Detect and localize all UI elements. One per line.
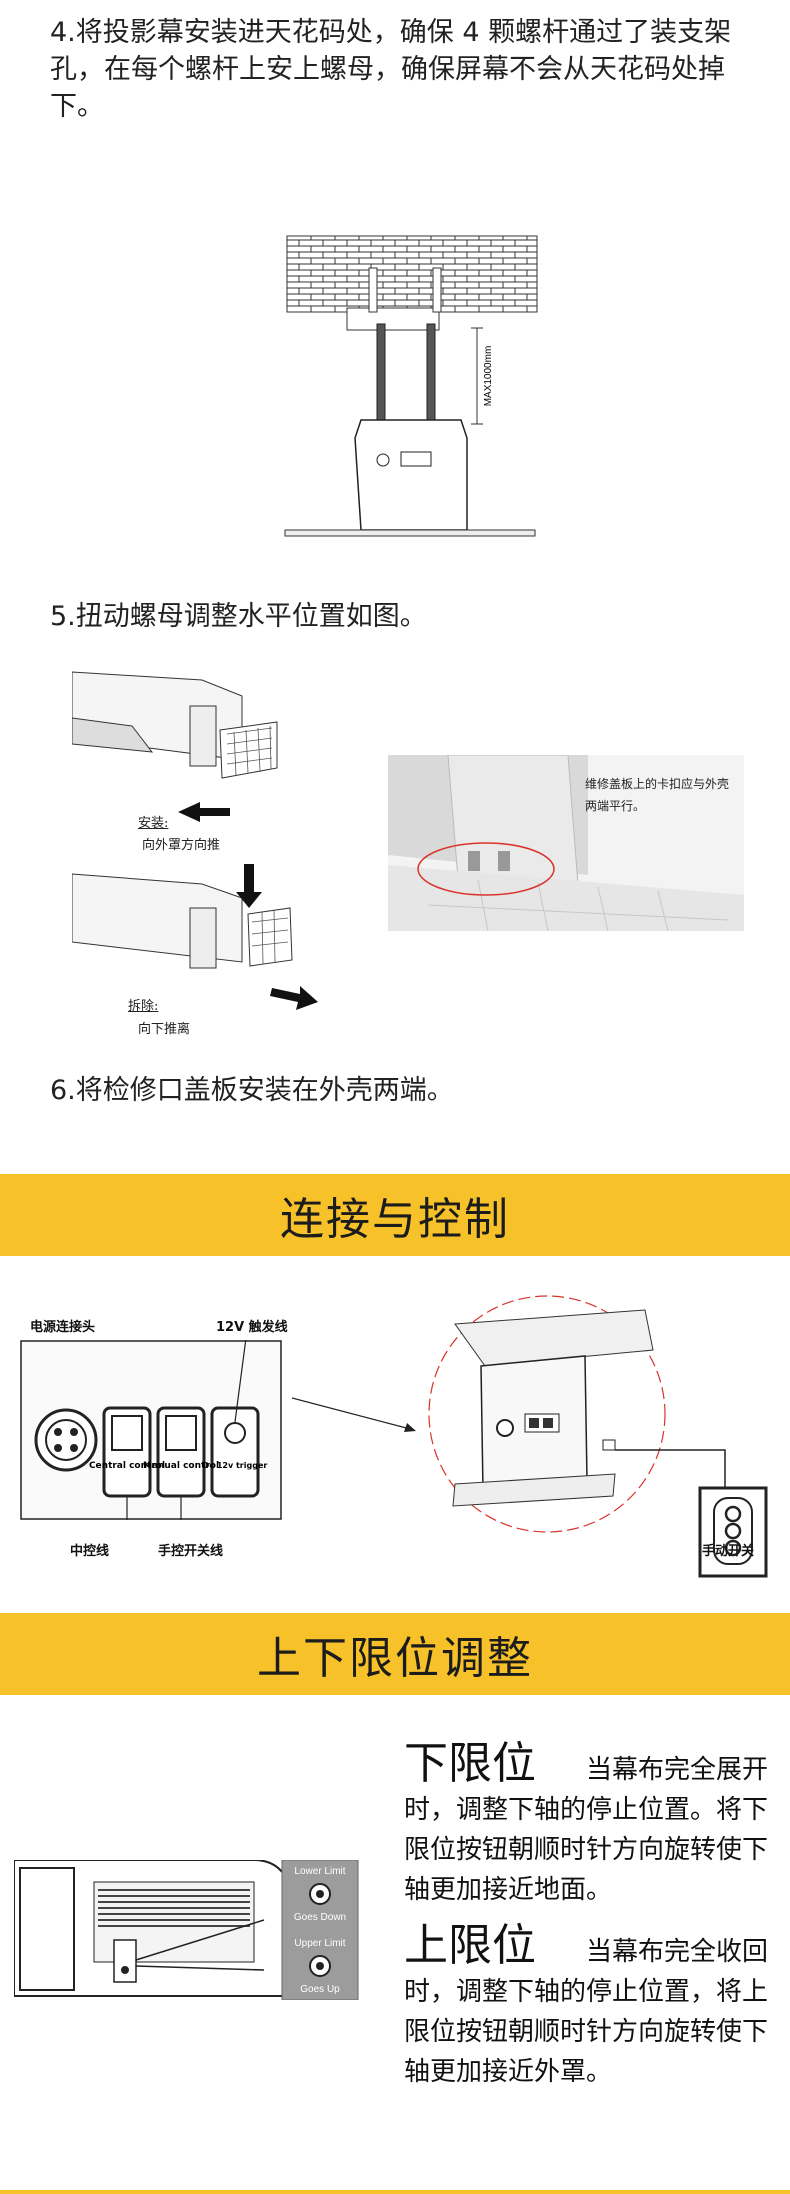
housing-closeup-diagram	[428, 1295, 666, 1533]
screen-housing	[354, 419, 468, 531]
upper-limit-title: 上限位	[404, 1920, 536, 1971]
pull-arrow-right	[270, 986, 318, 1010]
panel-goes-up: Goes Up	[300, 1984, 340, 1995]
connection-zoom-arrow	[292, 1397, 416, 1432]
install-label: 安装:	[138, 816, 169, 831]
connection-banner: 连接与控制	[0, 1174, 790, 1256]
lower-limit-desc: 当幕布完全展开时，调整下轴的停止位置。将下限位按钮朝顺时针方向旋转使下轴更加接近…	[404, 1755, 769, 1905]
control-ports-panel: Central control Manual control Dc 12v tr…	[20, 1340, 282, 1520]
port-central-text: Central control	[89, 1461, 165, 1471]
panel-upper-limit: Upper Limit	[294, 1938, 345, 1949]
trigger-line-label: 12V 触发线	[216, 1320, 288, 1335]
limits-banner-title: 上下限位调整	[257, 1633, 533, 1684]
switch-down-button	[724, 1539, 742, 1557]
clip-highlight-circle	[417, 842, 555, 896]
upper-limit-desc: 当幕布完全收回时，调整下轴的停止位置，将上限位按钮朝顺时针方向旋转使下轴更加接近…	[404, 1937, 769, 2087]
central-control-label: 中控线	[70, 1544, 110, 1559]
power-connector-label: 电源连接头	[30, 1320, 96, 1335]
panel-lower-limit: Lower Limit	[294, 1866, 345, 1877]
manual-switch-diagram	[698, 1486, 768, 1578]
manual-switch-label: 手动开关	[702, 1544, 755, 1559]
cover-clip-photo	[388, 755, 744, 931]
manual-switch-line-label: 手控开关线	[158, 1544, 224, 1559]
power-socket	[34, 1408, 98, 1472]
cover-install-diagram	[72, 671, 278, 822]
switch-stop-button	[724, 1522, 742, 1540]
port-trigger-text: Dc 12v trigger	[203, 1461, 268, 1470]
install-hint: 向外罩方向推	[142, 838, 221, 853]
grid-cover-plate	[219, 721, 278, 779]
max-dimension-label: MAX1000mm	[483, 346, 494, 407]
manual-control-port	[165, 1415, 197, 1451]
port-manual-text: Manual control	[143, 1461, 219, 1471]
remove-hint: 向下推离	[138, 1022, 191, 1037]
bottom-accent-line	[0, 2190, 790, 2194]
switch-up-button	[724, 1505, 742, 1523]
step4-text: 4.将投影幕安装进天花码处，确保 4 颗螺杆通过了装支架孔，在每个螺杆上安上螺母…	[50, 17, 732, 122]
panel-goes-down: Goes Down	[294, 1912, 346, 1923]
ceiling-mount-diagram: MAX1000mm	[284, 235, 538, 537]
clip-photo-note: 维修盖板上的卡扣应与外壳两端平行。	[585, 777, 730, 813]
brick-ceiling	[286, 235, 538, 313]
central-control-port	[111, 1415, 143, 1451]
push-arrow-left	[178, 802, 230, 822]
connection-banner-title: 连接与控制	[280, 1194, 510, 1245]
remove-label: 拆除:	[128, 999, 159, 1014]
limits-banner: 上下限位调整	[0, 1613, 790, 1695]
lower-limit-section: 下限位当幕布完全展开时，调整下轴的停止位置。将下限位按钮朝顺时针方向旋转使下轴更…	[404, 1742, 790, 1910]
trigger-port	[224, 1422, 246, 1444]
limit-switch-diagram: Lower Limit Goes Down Upper Limit Goes U…	[14, 1860, 359, 2000]
step5-text: 5.扭动螺母调整水平位置如图。	[50, 601, 427, 632]
cable-to-switch	[615, 1449, 726, 1492]
cover-remove-diagram	[72, 864, 318, 1010]
limit-knob-panel	[281, 1860, 359, 2000]
step6-text: 6.将检修口盖板安装在外壳两端。	[50, 1075, 454, 1106]
upper-limit-section: 上限位当幕布完全收回时，调整下轴的停止位置，将上限位按钮朝顺时针方向旋转使下轴更…	[404, 1924, 790, 2092]
lower-limit-title: 下限位	[404, 1738, 536, 1789]
push-arrow-down	[236, 864, 262, 908]
